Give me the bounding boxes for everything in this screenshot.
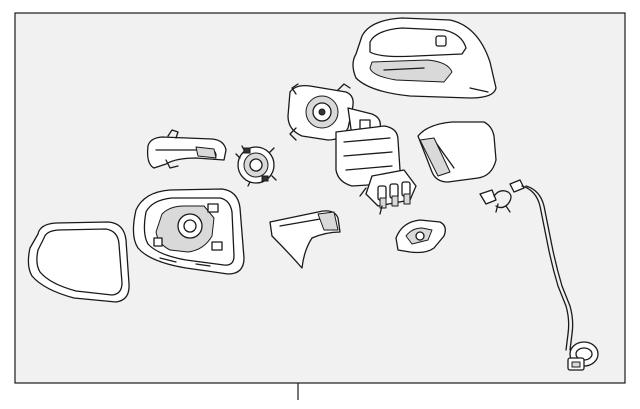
mirror-trim-cover [146, 129, 227, 169]
actuator-motor [287, 83, 381, 141]
mirror-assembly-motor-base [335, 125, 417, 215]
trim-wedge [269, 210, 341, 269]
side-cover [417, 121, 497, 183]
wiring-harness [479, 179, 599, 371]
mirror-glass [27, 221, 130, 303]
diagram-panel [14, 12, 626, 384]
turn-signal-lamp [235, 145, 277, 187]
upper-cover-cap [352, 17, 497, 99]
mirror-housing-bracket [132, 188, 245, 275]
mounting-gasket [395, 219, 446, 254]
